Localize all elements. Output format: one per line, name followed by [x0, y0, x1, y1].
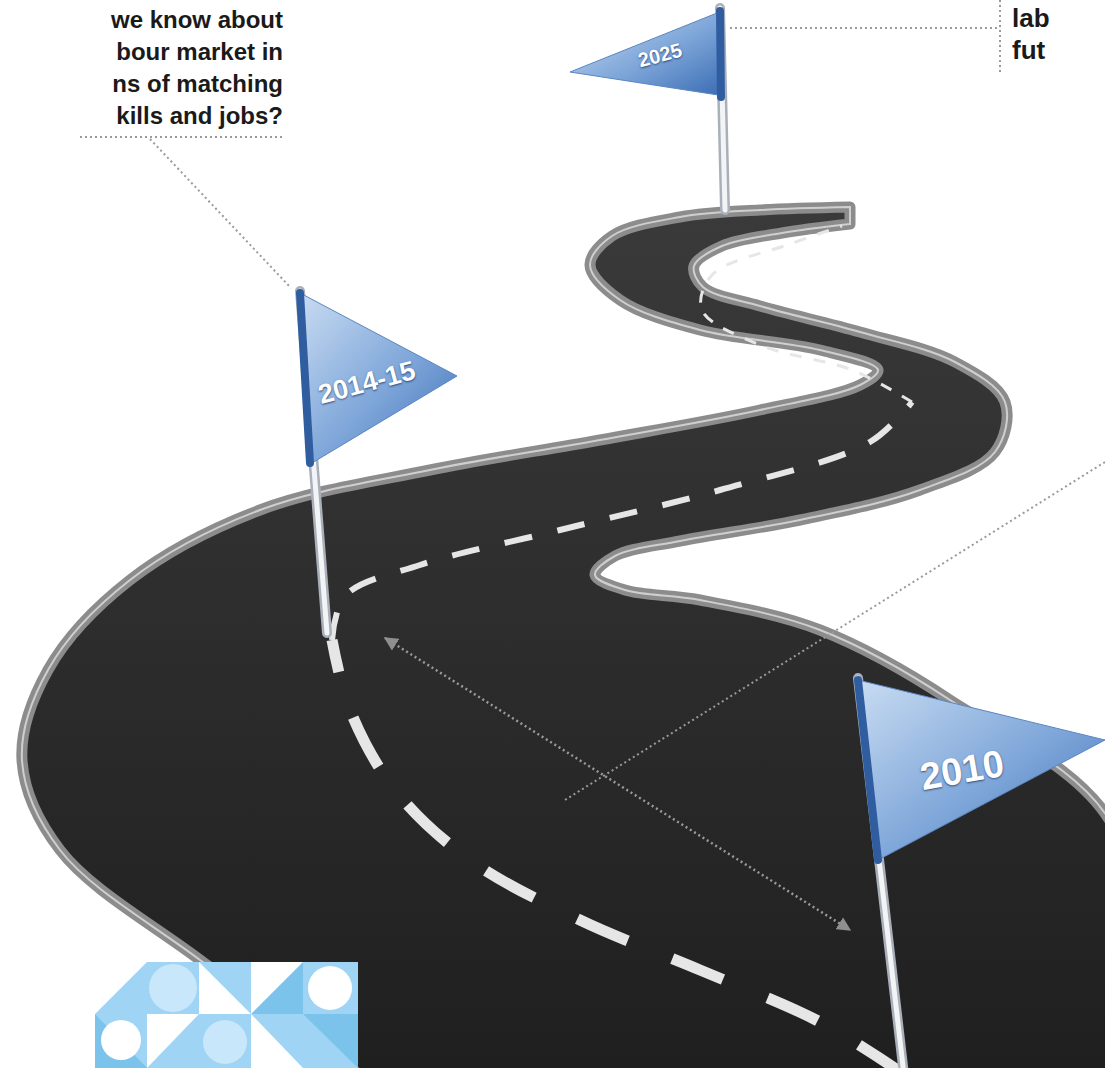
flag-shape: [565, 5, 735, 215]
flag-pole: [720, 8, 725, 210]
flag-pole-sleeve: [720, 11, 721, 97]
timeline-arrow: [385, 638, 850, 930]
road-marking: [332, 640, 905, 1068]
leader-line: [730, 27, 1000, 29]
road-marking: [701, 226, 912, 402]
flag-pennant: [300, 293, 457, 463]
dotted-underline: [80, 136, 283, 138]
flag-shape: [850, 675, 1105, 1068]
flag-pennant: [858, 680, 1105, 860]
road-curb: [22, 207, 1105, 1068]
flag-pole-highlight: [720, 8, 725, 210]
callout-text: lab fut: [1012, 2, 1082, 66]
flag-pole-sleeve: [858, 680, 878, 860]
leader-line: [150, 139, 291, 288]
logo-pattern: [95, 962, 358, 1068]
flag-pennant: [570, 13, 718, 95]
road-surface: [22, 207, 1105, 1068]
flag-pole-sleeve: [300, 293, 310, 463]
milestone-flag: 2010: [850, 675, 1105, 1068]
callout-text: we know about bour market in ns of match…: [83, 4, 283, 132]
road: [22, 207, 1105, 1068]
road-marking: [332, 402, 912, 640]
leader-line: [999, 0, 1001, 72]
milestone-flag: 2025: [565, 5, 735, 215]
flag-shape: [285, 288, 460, 638]
milestone-flag: 2014-15: [285, 288, 460, 638]
